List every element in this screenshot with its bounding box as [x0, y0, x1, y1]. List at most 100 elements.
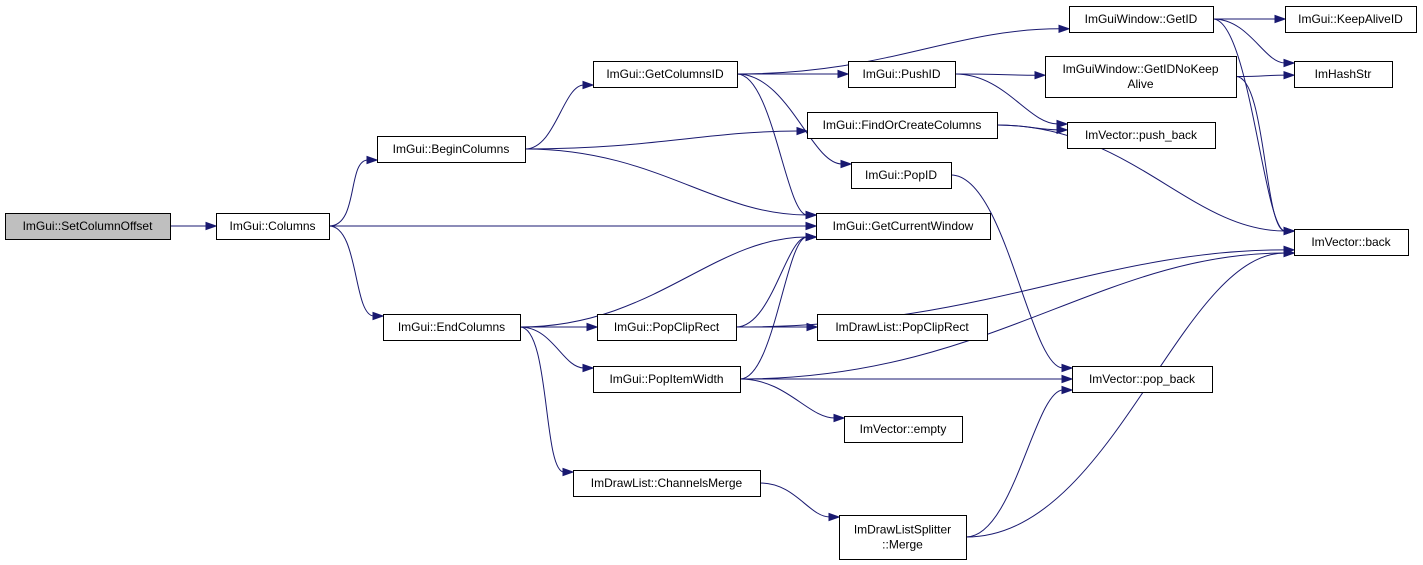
- node-drawlistpopcliprect[interactable]: ImDrawList::PopClipRect: [817, 314, 988, 341]
- edge-line: [965, 389, 1064, 538]
- edge-pushid-to-getidnokeepalive: [954, 71, 1047, 80]
- node-vectorempty[interactable]: ImVector::empty: [844, 416, 963, 443]
- edge-line: [996, 124, 1286, 232]
- edge-line: [1212, 18, 1286, 64]
- node-box: [593, 366, 741, 393]
- node-box: [593, 61, 738, 88]
- edge-getidnokeepalive-to-vectorback: [1235, 76, 1296, 236]
- node-begincolumns[interactable]: ImGui::BeginColumns: [377, 136, 526, 163]
- edge-endcolumns-to-channelsmerge: [519, 326, 575, 477]
- node-label: ImGui::PushID: [862, 67, 940, 81]
- edge-line: [328, 159, 369, 227]
- node-label: ImHashStr: [1315, 67, 1372, 81]
- node-box: [573, 470, 761, 497]
- edge-channelsmerge-to-splittermerge: [759, 482, 841, 522]
- edge-line: [736, 73, 808, 216]
- node-popback[interactable]: ImVector::pop_back: [1072, 366, 1213, 393]
- edge-popitemwidth-to-getcurrentwindow: [739, 232, 818, 380]
- node-label: ImGui::GetCurrentWindow: [833, 219, 974, 233]
- node-label: ImGui::GetColumnsID: [606, 67, 724, 81]
- arrowhead-icon: [828, 512, 841, 522]
- node-popcliprect[interactable]: ImGui::PopClipRect: [597, 314, 737, 341]
- node-box: [1294, 229, 1409, 256]
- edge-line: [736, 73, 843, 165]
- node-box: [1069, 6, 1214, 33]
- node-label: ImDrawListSplitter: [854, 523, 951, 537]
- node-setcolumnoffset: ImGui::SetColumnOffset: [5, 213, 171, 240]
- node-popid[interactable]: ImGui::PopID: [851, 162, 952, 189]
- edge-line: [519, 326, 565, 473]
- edge-endcolumns-to-getcurrentwindow: [519, 232, 818, 328]
- node-label: ImDrawList::PopClipRect: [835, 320, 969, 334]
- arrowhead-icon: [840, 159, 853, 169]
- arrowhead-icon: [806, 322, 819, 332]
- node-vectorback[interactable]: ImVector::back: [1294, 229, 1409, 256]
- node-box: [848, 61, 956, 88]
- edge-popid-to-popback: [950, 174, 1074, 373]
- edge-line: [735, 236, 808, 328]
- node-columns[interactable]: ImGui::Columns: [216, 213, 330, 240]
- node-label: ImDrawList::ChannelsMerge: [591, 476, 743, 490]
- node-box: [383, 314, 521, 341]
- node-pushid[interactable]: ImGui::PushID: [848, 61, 956, 88]
- node-imhashstr[interactable]: ImHashStr: [1294, 61, 1393, 88]
- edge-endcolumns-to-popcliprect: [520, 322, 599, 332]
- node-label: ImVector::pop_back: [1089, 372, 1196, 386]
- node-label: ImGui::Columns: [229, 219, 315, 233]
- node-label: ::Merge: [882, 538, 923, 552]
- node-label: ImGui::PopClipRect: [614, 320, 720, 334]
- node-popitemwidth[interactable]: ImGui::PopItemWidth: [593, 366, 741, 393]
- arrowhead-icon: [1056, 125, 1069, 135]
- node-findorcreatecolumns[interactable]: ImGui::FindOrCreateColumns: [807, 112, 998, 139]
- arrowhead-icon: [562, 467, 575, 477]
- arrowhead-icon: [805, 221, 818, 231]
- node-box: [1294, 61, 1393, 88]
- arrowhead-icon: [1283, 58, 1296, 68]
- node-windowgetid[interactable]: ImGuiWindow::GetID: [1069, 6, 1214, 33]
- node-label: ImGui::BeginColumns: [393, 142, 510, 156]
- edge-windowgetid-to-vectorback: [1212, 18, 1296, 236]
- edge-getidnokeepalive-to-imhashstr: [1235, 70, 1296, 80]
- node-label: ImGui::EndColumns: [398, 320, 505, 334]
- node-label: ImGuiWindow::GetIDNoKeep: [1062, 62, 1218, 76]
- arrowhead-icon: [1274, 14, 1287, 24]
- arrowhead-icon: [582, 363, 595, 373]
- edge-getcolumnsid-to-windowgetid: [736, 24, 1071, 75]
- edge-line: [736, 28, 1061, 75]
- node-splittermerge[interactable]: ImDrawListSplitter::Merge: [839, 515, 967, 560]
- node-box: [5, 213, 171, 240]
- edge-line: [950, 174, 1064, 369]
- edge-getcolumnsid-to-popid: [736, 73, 853, 169]
- edge-splittermerge-to-popback: [965, 385, 1074, 538]
- node-label: ImGui::SetColumnOffset: [23, 219, 153, 233]
- edge-popcliprect-to-getcurrentwindow: [735, 232, 818, 328]
- node-box: [377, 136, 526, 163]
- edges: [170, 14, 1296, 538]
- edge-begincolumns-to-findorcreatecolumns: [524, 126, 809, 150]
- node-endcolumns[interactable]: ImGui::EndColumns: [383, 314, 521, 341]
- arrowhead-icon: [1283, 70, 1296, 80]
- edge-line: [739, 236, 808, 380]
- node-channelsmerge[interactable]: ImDrawList::ChannelsMerge: [573, 470, 761, 497]
- edge-setcolumnoffset-to-columns: [170, 221, 218, 231]
- edge-begincolumns-to-getcolumnsid: [524, 80, 595, 150]
- node-label: ImGuiWindow::GetID: [1085, 12, 1198, 26]
- node-box: [807, 112, 998, 139]
- arrowhead-icon: [205, 221, 218, 231]
- arrowhead-icon: [372, 311, 385, 321]
- node-keepaliveid[interactable]: ImGui::KeepAliveID: [1285, 6, 1417, 33]
- node-getcurrentwindow[interactable]: ImGui::GetCurrentWindow: [816, 213, 991, 240]
- node-getcolumnsid[interactable]: ImGui::GetColumnsID: [593, 61, 738, 88]
- edge-line: [524, 148, 808, 216]
- node-pushback[interactable]: ImVector::push_back: [1067, 122, 1216, 149]
- edge-splittermerge-to-vectorback: [965, 248, 1296, 538]
- edge-line: [739, 252, 1286, 380]
- node-box: [597, 314, 737, 341]
- edge-line: [519, 326, 585, 369]
- arrowhead-icon: [1034, 71, 1047, 80]
- edge-line: [1235, 74, 1286, 77]
- node-box: [839, 515, 967, 560]
- arrowhead-icon: [837, 69, 850, 79]
